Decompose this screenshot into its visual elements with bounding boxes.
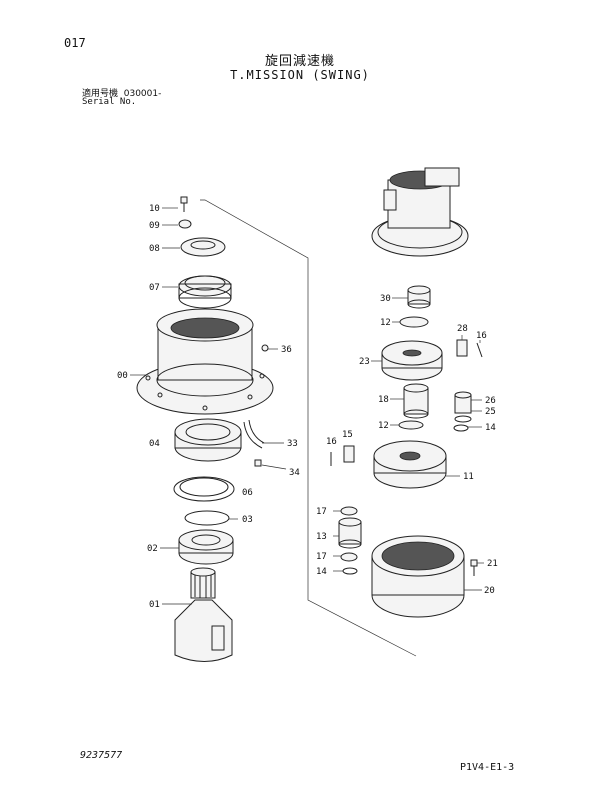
callout-12-lower: 12 xyxy=(378,421,389,431)
callout-34: 34 xyxy=(289,468,300,478)
serial-range: 030001- xyxy=(123,89,162,99)
part-14-washer-lower xyxy=(342,567,358,575)
callout-16-lower: 16 xyxy=(326,437,337,447)
callout-14-upper: 14 xyxy=(485,423,496,433)
part-30-needle-bearing xyxy=(407,285,431,309)
callout-26: 26 xyxy=(485,396,496,406)
part-08-cover-plate xyxy=(180,237,226,257)
part-07-bearing xyxy=(178,275,232,309)
part-15-pin xyxy=(343,445,355,463)
callout-25: 25 xyxy=(485,407,496,417)
callout-09: 09 xyxy=(149,221,160,231)
callout-17-lower: 17 xyxy=(316,552,327,562)
part-12-thrust-plate-upper xyxy=(399,316,429,328)
part-03-o-ring xyxy=(184,510,230,526)
callout-07: 07 xyxy=(149,283,160,293)
callout-28: 28 xyxy=(457,324,468,334)
part-26-planetary-gear-small xyxy=(454,391,472,414)
callout-33: 33 xyxy=(287,439,298,449)
part-20-ring-gear xyxy=(371,535,465,618)
callout-04: 04 xyxy=(149,439,160,449)
callout-08: 08 xyxy=(149,244,160,254)
serial-label-jp-text: 適用号機 xyxy=(82,89,119,99)
part-21-bolt xyxy=(470,559,478,576)
part-11-carrier xyxy=(373,440,447,489)
part-28-pin xyxy=(456,339,468,357)
part-10-bolt xyxy=(180,196,188,212)
part-18-planetary-gear xyxy=(403,383,429,419)
callout-12-upper: 12 xyxy=(380,318,391,328)
callout-16-upper: 16 xyxy=(476,331,487,341)
callout-17-upper: 17 xyxy=(316,507,327,517)
part-23-carrier xyxy=(381,340,443,381)
callout-21: 21 xyxy=(487,559,498,569)
part-33-pipe xyxy=(243,421,263,449)
callout-13: 13 xyxy=(316,532,327,542)
part-16-spring-pin-upper xyxy=(476,342,483,358)
callout-03: 03 xyxy=(242,515,253,525)
part-09-washer xyxy=(178,219,192,229)
title-japanese: 旋回減速機 xyxy=(264,54,335,69)
part-13-planetary-gear xyxy=(338,517,362,549)
callout-36: 36 xyxy=(281,345,292,355)
part-14-washer-upper xyxy=(453,424,469,432)
callout-18: 18 xyxy=(378,395,389,405)
part-01-pinion-shaft xyxy=(174,567,233,662)
callout-20: 20 xyxy=(484,586,495,596)
part-12-thrust-plate-lower xyxy=(398,420,424,430)
part-06-oil-seal xyxy=(173,476,235,502)
serial-label-english: Serial No. xyxy=(82,97,137,107)
part-33-pipe-edge xyxy=(248,419,265,444)
assembled-unit-view xyxy=(371,167,469,257)
part-36-plug xyxy=(261,344,269,352)
part-04-bearing xyxy=(174,418,242,462)
callout-06: 06 xyxy=(242,488,253,498)
part-17-bearing-upper xyxy=(340,506,358,516)
part-17-bearing-lower xyxy=(340,552,358,562)
callout-10: 10 xyxy=(149,204,160,214)
assembly-guide-line xyxy=(200,199,417,657)
callout-00: 00 xyxy=(117,371,128,381)
callout-23: 23 xyxy=(359,357,370,367)
callout-01: 01 xyxy=(149,600,160,610)
callout-14-lower: 14 xyxy=(316,567,327,577)
callout-15: 15 xyxy=(342,430,353,440)
page-number: 017 xyxy=(64,36,86,50)
title-english: T.MISSION (SWING) xyxy=(230,68,370,82)
part-25-thrust-washer xyxy=(454,415,472,423)
part-34-plug xyxy=(254,459,262,467)
document-number: 9237577 xyxy=(80,750,123,761)
page-code: P1V4-E1-3 xyxy=(460,762,515,773)
serial-label-japanese: 適用号機 030001- xyxy=(82,86,161,99)
part-02-bearing xyxy=(178,529,234,565)
callout-02: 02 xyxy=(147,544,158,554)
callout-30: 30 xyxy=(380,294,391,304)
callout-11: 11 xyxy=(463,472,474,482)
part-00-housing xyxy=(136,308,274,415)
